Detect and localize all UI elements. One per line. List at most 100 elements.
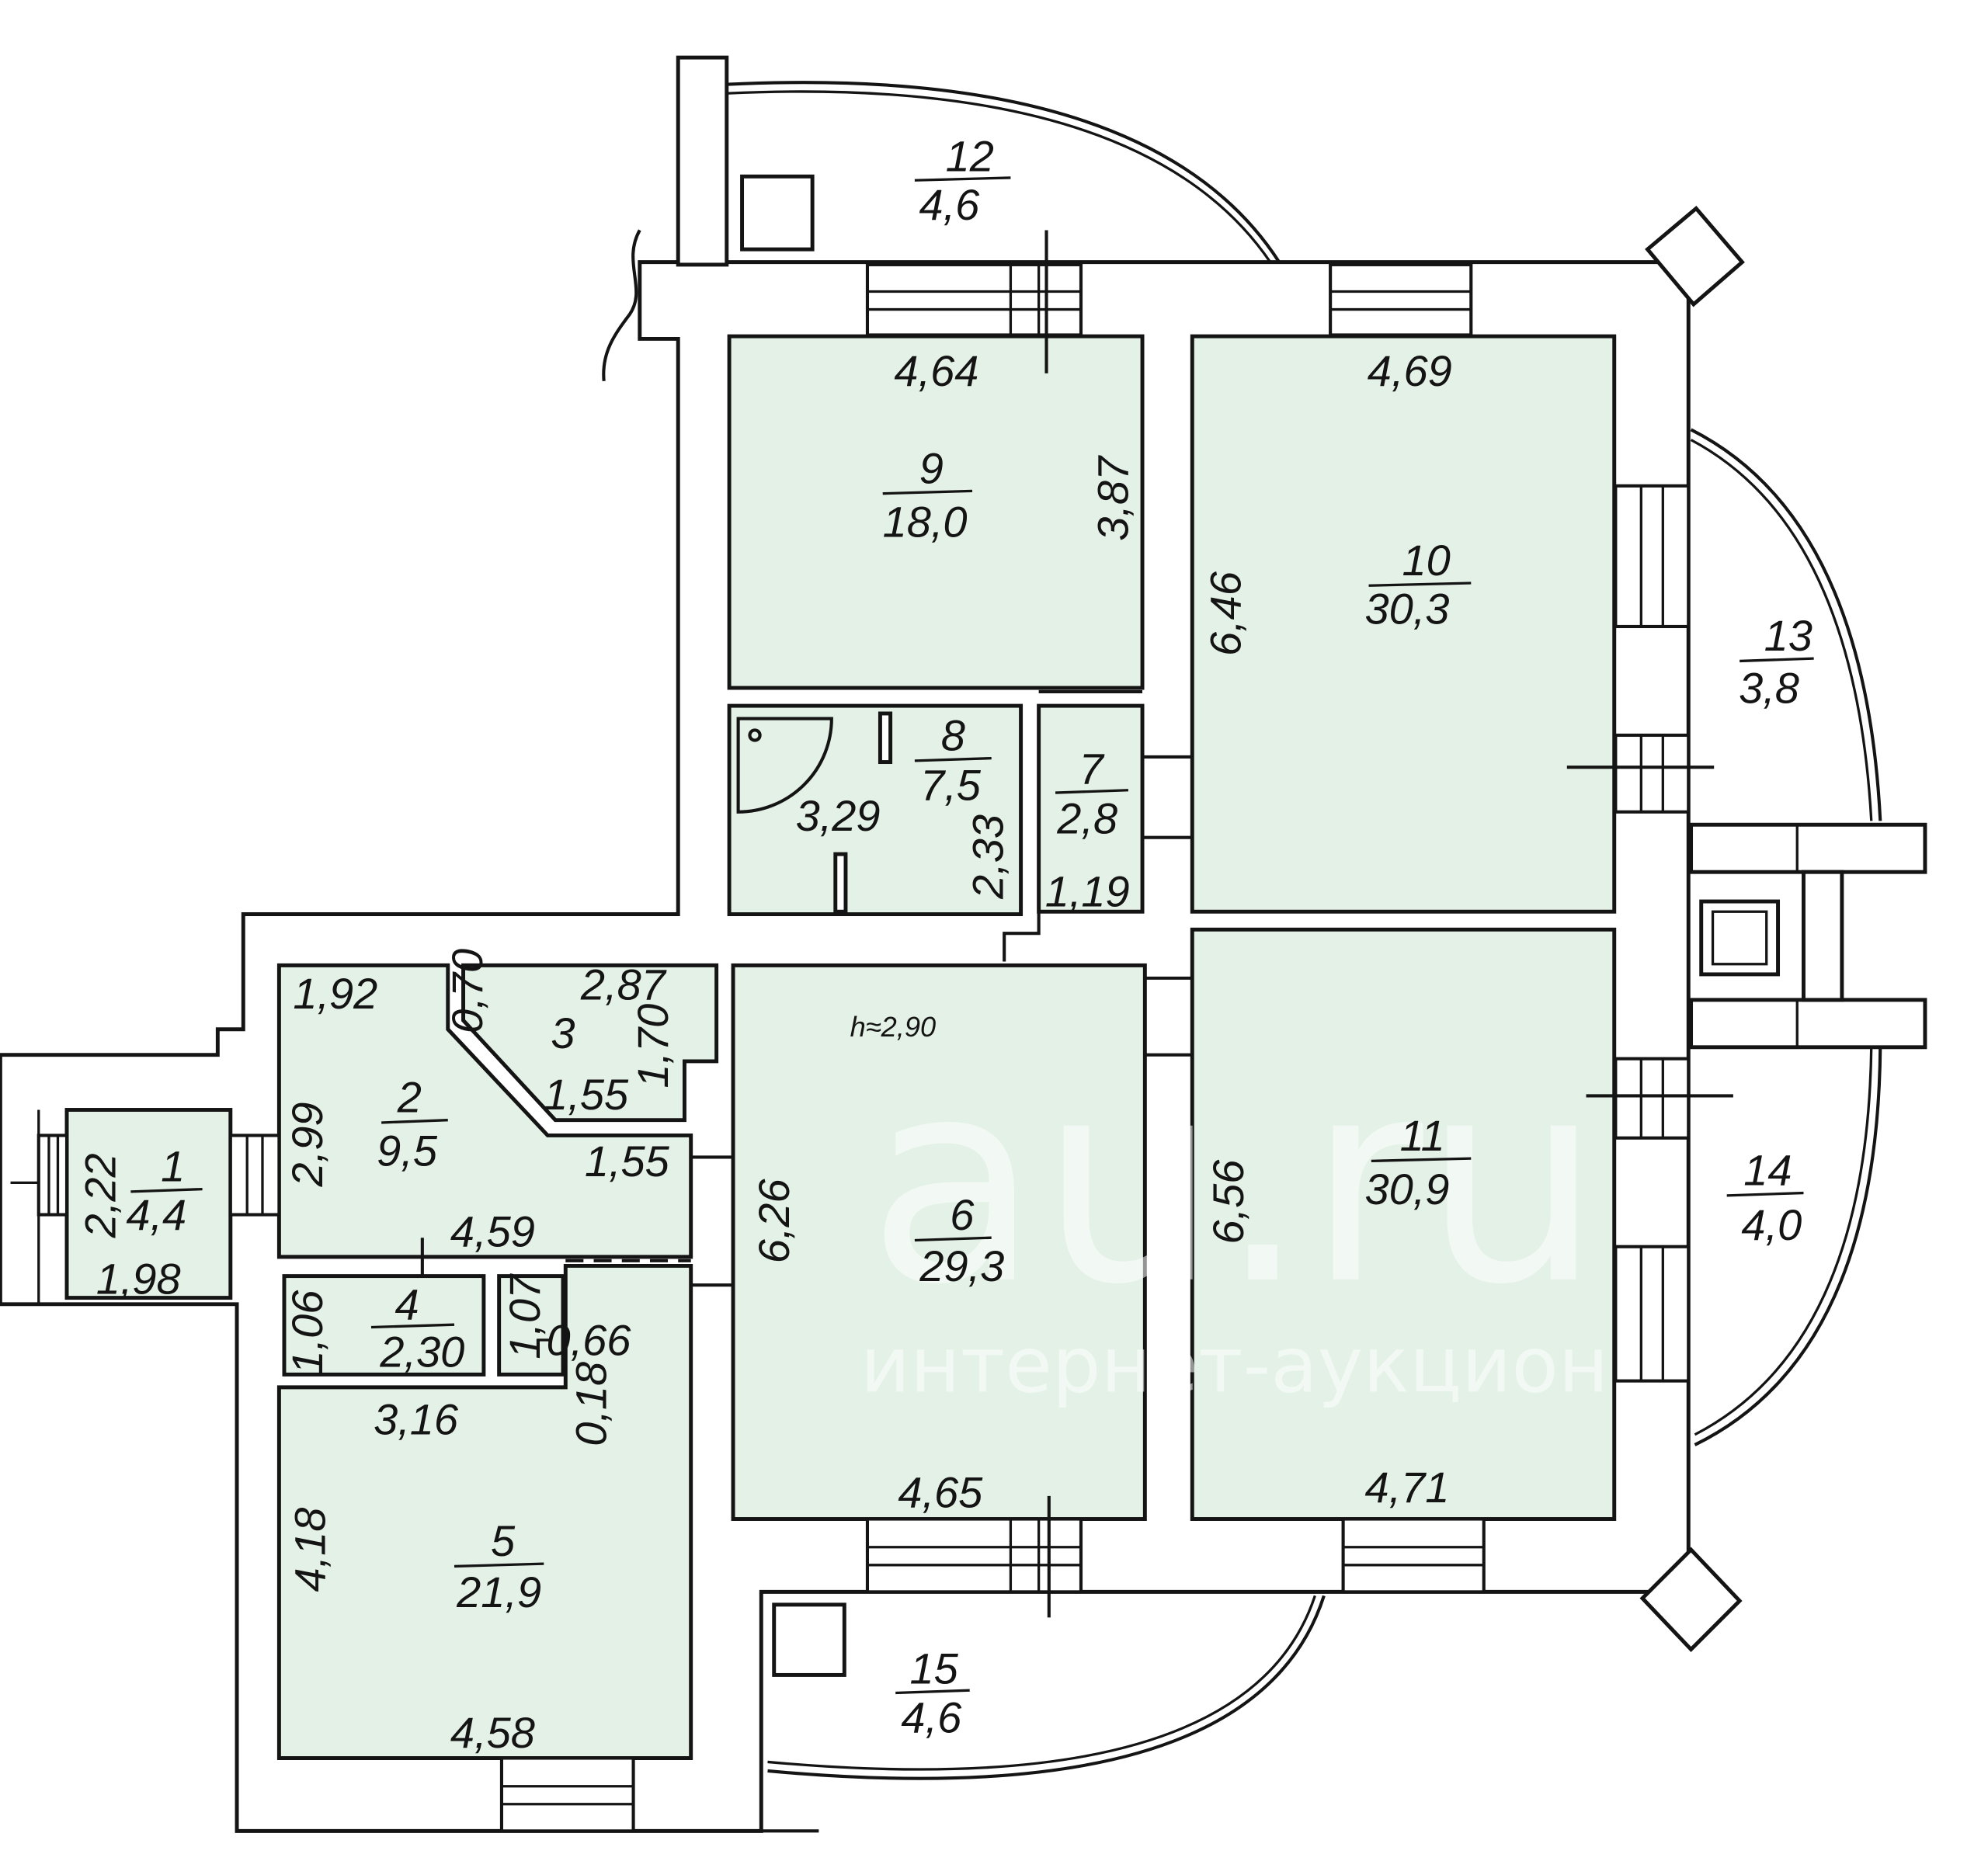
- balcony-door-room-11: [1614, 1057, 1691, 1140]
- window-room-6: [865, 1517, 1083, 1594]
- room-4-number: 4: [395, 1279, 419, 1328]
- room-14-divider: [1726, 1191, 1804, 1197]
- room-11-divider: [1371, 1157, 1472, 1163]
- window-room-10-right: [1614, 484, 1691, 629]
- balcony-15-column: [772, 1602, 846, 1677]
- room-2-number: 2: [397, 1073, 422, 1122]
- room-13-area: 3,8: [1739, 664, 1799, 713]
- right-pier-post: [1802, 870, 1844, 1002]
- room-10-area: 30,3: [1364, 584, 1449, 633]
- room-4-divider: [370, 1323, 455, 1329]
- room-6-divider: [914, 1236, 992, 1242]
- room-8-number: 8: [941, 710, 965, 759]
- dimension-room-10-height: 6,46: [1201, 571, 1250, 656]
- balcony-15-rail-inner: [767, 1595, 1316, 1771]
- bathroom-fixtures: [736, 711, 893, 914]
- room-13-divider: [1740, 657, 1814, 663]
- dimension-closet-width: 0,66: [546, 1315, 631, 1364]
- dimension-room-3-diagonal: 1,55: [544, 1070, 629, 1119]
- balcony-13-rail: [1690, 428, 1882, 821]
- dimension-room-2-width-right: 1,55: [585, 1137, 670, 1186]
- dimension-room-8-width: 3,29: [796, 791, 881, 840]
- right-pier-bottom-beam: [1689, 998, 1927, 1050]
- room-9-number: 9: [919, 443, 944, 492]
- dimension-room-5-width: 4,58: [450, 1708, 535, 1757]
- room-10-divider: [1368, 582, 1472, 587]
- balcony-14-rail: [1694, 1046, 1882, 1446]
- dimension-room-1-height: 2,22: [75, 1153, 124, 1238]
- corner-pier-top-right: [1645, 205, 1745, 307]
- dimension-room-5-height: 4,18: [285, 1508, 334, 1592]
- room-15-area: 4,6: [901, 1693, 962, 1741]
- window-room-11-bottom: [1341, 1517, 1486, 1594]
- windows: [10, 262, 1691, 1833]
- balconies: [726, 81, 1882, 1833]
- room-labels: 12 4,6 9 18,0 10 30,3 13 3,8 8 7,5 7 2,8…: [126, 131, 1814, 1741]
- balcony-12-pier: [676, 55, 729, 267]
- dimension-room-3-depth: 0,70: [443, 949, 492, 1033]
- room-13-number: 13: [1764, 611, 1812, 660]
- balcony-12-rail-inner: [726, 90, 1272, 263]
- room-12-divider: [914, 176, 1011, 182]
- dimension-room-11-width: 4,71: [1364, 1463, 1449, 1512]
- room-14-number: 14: [1743, 1145, 1792, 1194]
- room-10: [1190, 334, 1617, 914]
- dimension-room-3-height: 1,70: [628, 1004, 677, 1088]
- room-15-divider: [895, 1689, 970, 1695]
- right-pier-structure: [1689, 822, 1927, 1050]
- balcony-door-room-10: [1614, 733, 1691, 814]
- room-2-area: 9,5: [377, 1127, 438, 1175]
- room-12-area: 4,6: [919, 180, 980, 229]
- dimension-room-5-offset: 0,18: [567, 1362, 616, 1446]
- ceiling-height-label: h≈2,90: [850, 1011, 937, 1043]
- dimension-labels: 4,64 3,87 4,69 6,46 3,29 2,33 1,19 1,92 …: [75, 346, 1451, 1757]
- dimension-room-4-width: 3,16: [374, 1395, 459, 1444]
- room-1-number: 1: [161, 1141, 185, 1190]
- dimension-room-1-width: 1,98: [96, 1254, 181, 1303]
- opening-room-1-room-2: [228, 1134, 281, 1217]
- watermark-caption: интернет-аукцион: [860, 1321, 1609, 1410]
- room-7-divider: [1055, 789, 1128, 794]
- room-9-area: 18,0: [883, 497, 968, 546]
- bathroom-partition-bottom: [833, 852, 848, 914]
- dimension-room-9-height: 3,87: [1089, 455, 1138, 541]
- room-5-number: 5: [491, 1516, 516, 1565]
- room-4-area: 2,30: [379, 1327, 464, 1376]
- dimension-room-3-width: 2,87: [580, 960, 667, 1009]
- wall-break-symbol: [602, 229, 641, 381]
- shower-drain: [748, 728, 762, 742]
- dimension-room-2-width-top: 1,92: [293, 969, 377, 1018]
- right-pier-column-inner: [1711, 910, 1768, 966]
- closet: [497, 1274, 565, 1377]
- balcony-14-rail-inner: [1694, 1046, 1873, 1436]
- shower-tray: [736, 717, 833, 814]
- room-14-area: 4,0: [1741, 1200, 1802, 1249]
- room-2: [276, 963, 693, 1259]
- room-12-number: 12: [946, 131, 994, 180]
- dimension-room-6-width: 4,65: [898, 1467, 983, 1516]
- door-openings: [690, 755, 1193, 1287]
- room-1-area: 4,4: [126, 1190, 186, 1239]
- room-9: [727, 334, 1145, 690]
- room-5: [276, 1263, 693, 1760]
- rooms: [64, 334, 1617, 1760]
- room-11: [1190, 927, 1617, 1521]
- corridor-niche: [1003, 911, 1041, 962]
- room-5-area: 21,9: [456, 1568, 541, 1616]
- room-6-area: 29,3: [919, 1241, 1004, 1290]
- watermark: au.ru интернет-аукцион: [860, 1019, 1609, 1411]
- entrance-door-room-1: [10, 1109, 69, 1304]
- window-room-10-top: [1329, 262, 1473, 337]
- room-3-number: 3: [551, 1009, 575, 1057]
- watermark-logo: au.ru: [867, 1019, 1601, 1346]
- room-11-area: 30,9: [1364, 1165, 1449, 1213]
- dimension-room-7-width: 1,19: [1045, 866, 1130, 915]
- dimension-room-2-height: 2,99: [283, 1102, 332, 1187]
- dimension-room-9-width: 4,64: [894, 346, 978, 395]
- room-8-area: 7,5: [920, 761, 982, 810]
- room-11-number: 11: [1400, 1111, 1445, 1160]
- window-room-9: [865, 262, 1083, 337]
- corner-pier-bottom-right: [1639, 1547, 1743, 1653]
- dimension-room-6-height: 6,26: [749, 1178, 798, 1263]
